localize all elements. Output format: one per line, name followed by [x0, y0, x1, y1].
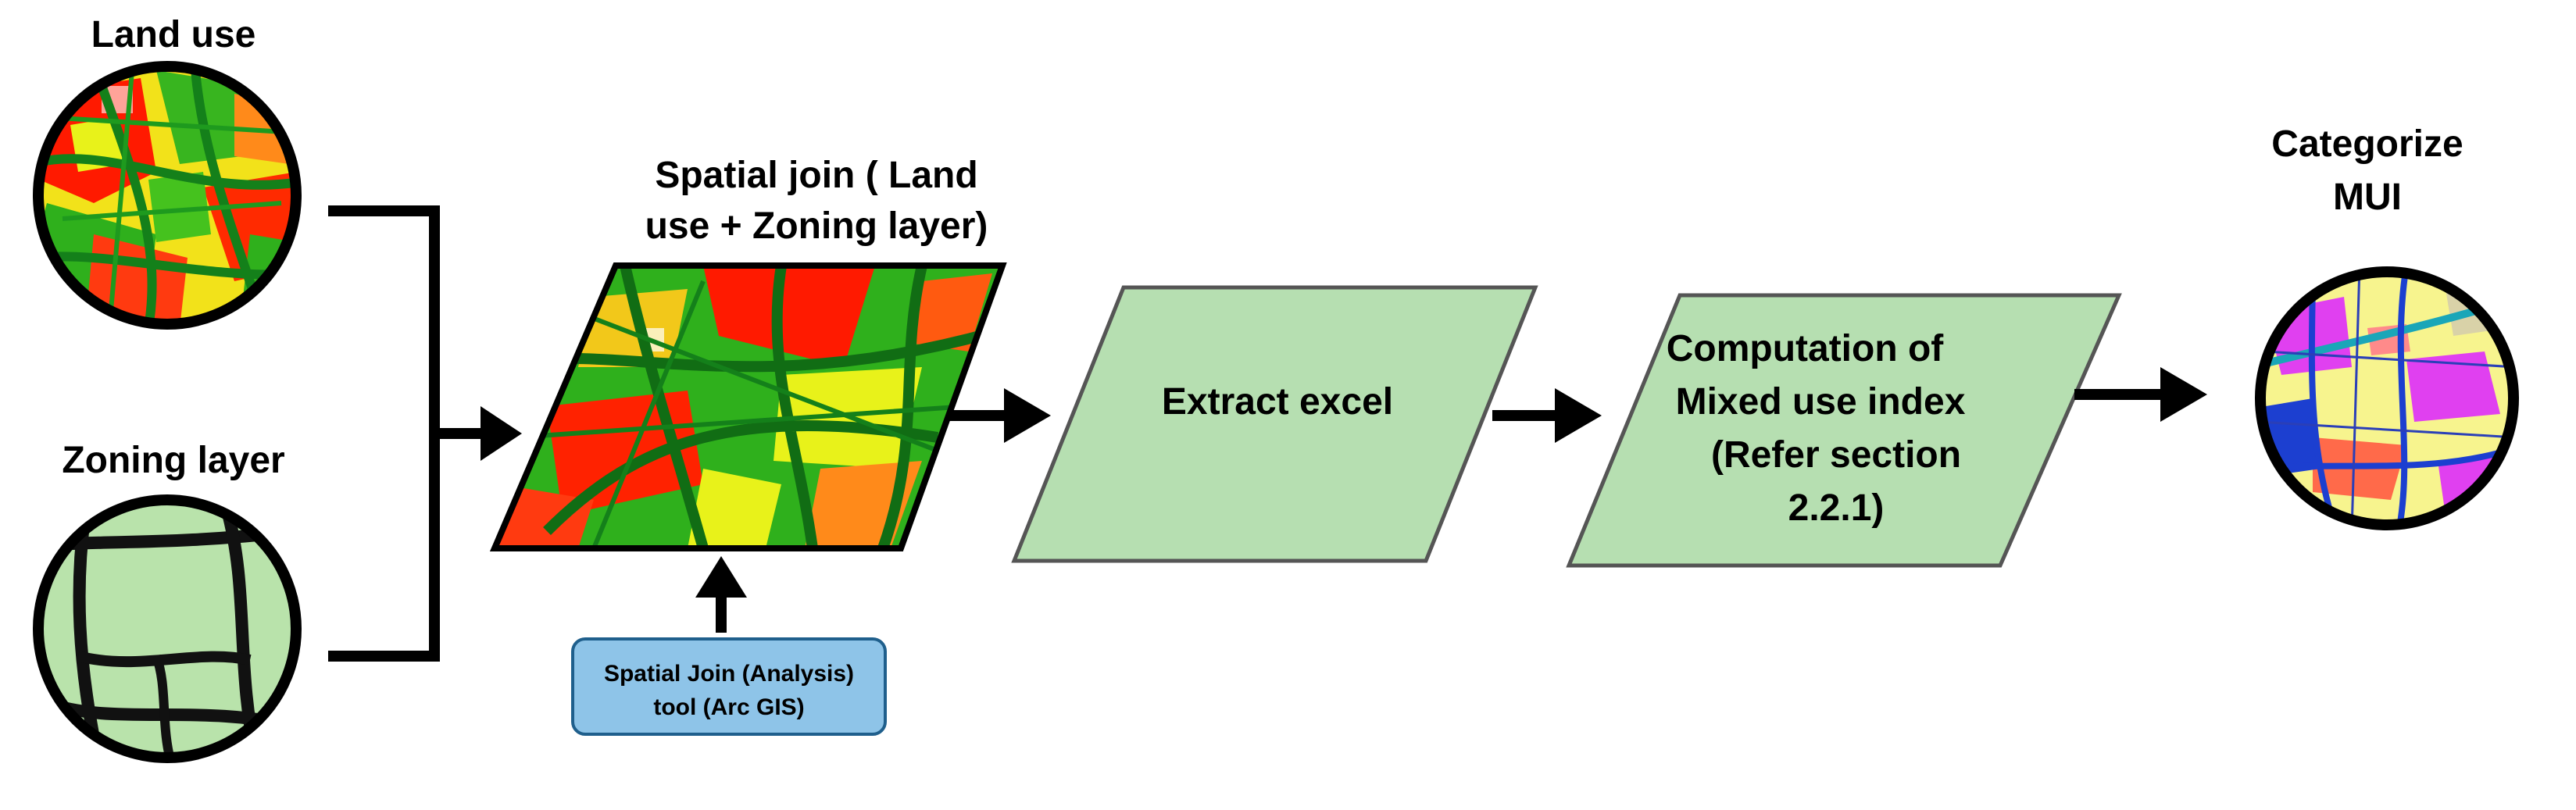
computation-label-line-1: Computation of	[1667, 328, 1945, 369]
spatial-join-label-line-1: Spatial join ( Land	[655, 155, 977, 196]
spatial-join-map-icon	[489, 262, 1007, 551]
arrow-computation-to-categorize	[2074, 367, 2207, 422]
extract-excel-box: Extract excel	[1011, 285, 1538, 563]
extract-excel-label: Extract excel	[1162, 381, 1393, 423]
mui-map-icon	[2255, 266, 2519, 530]
land-use-label: Land use	[91, 14, 256, 55]
arrow-join-to-extract	[948, 388, 1051, 443]
zoning-layer-label: Zoning layer	[62, 440, 284, 481]
merge-connector	[328, 205, 522, 662]
categorize-label-line-1: Categorize	[2271, 123, 2463, 165]
arcgis-tool-box: Spatial Join (Analysis) tool (Arc GIS)	[571, 637, 887, 736]
arrow-extract-to-computation	[1492, 388, 1602, 443]
land-use-map-icon	[33, 61, 302, 330]
computation-label-line-4: 2.2.1)	[1788, 487, 1885, 529]
arcgis-tool-label-line-1: Spatial Join (Analysis)	[604, 661, 854, 687]
arcgis-tool-label-line-2: tool (Arc GIS)	[653, 694, 804, 720]
zoning-map-icon	[33, 494, 302, 763]
spatial-join-label-line-2: use + Zoning layer)	[645, 205, 988, 247]
categorize-label-line-2: MUI	[2333, 177, 2402, 218]
tool-arrow	[695, 556, 747, 633]
computation-label-line-3: (Refer section	[1711, 434, 1961, 476]
computation-box: Computation of Mixed use index (Refer se…	[1566, 293, 2122, 568]
computation-label-line-2: Mixed use index	[1676, 381, 1966, 423]
